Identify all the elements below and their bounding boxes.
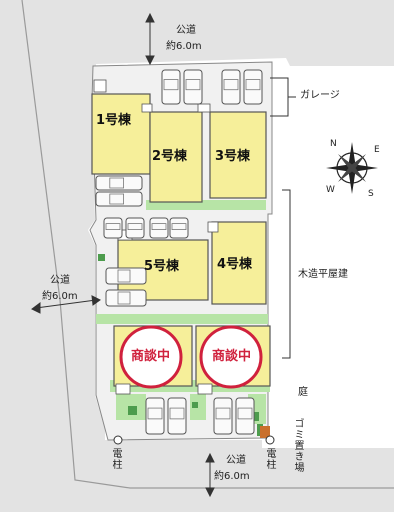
utility-poles [113,435,275,445]
house-3 [209,111,267,199]
negotiation-stamp-1-label: 商談中 [131,349,171,364]
house-2 [149,111,203,203]
negotiation-stamp-2-label: 商談中 [212,349,252,364]
parking-bay [243,69,263,105]
parking-bay [213,397,233,435]
left-road-width: 約6.0m [42,291,78,302]
bottom-road-name: 公道 [226,455,246,466]
utility-pole-right-label: 電柱 [264,448,275,470]
garden-label: 庭 [298,387,308,398]
garbage-area-label: ゴミ置き場 [292,418,303,473]
bottom-road-width: 約6.0m [214,471,250,482]
single-story-label: 木造平屋建 [298,269,348,280]
parking-bay [145,397,165,435]
parking-bay [167,397,187,435]
negotiation-stamp-2 [199,325,263,389]
top-road-width: 約6.0m [166,41,202,52]
garage-label: ガレージ [300,90,340,101]
house-1 [91,93,151,175]
parking-bay [95,175,143,191]
compass-letter-w: W [326,185,335,195]
parking-bay [149,217,169,239]
left-road-name: 公道 [50,275,70,286]
parking-bay [105,267,147,285]
parking-bay [183,69,203,105]
parking-bay [161,69,181,105]
compass-letter-e: E [374,145,380,155]
compass-letter-n: N [330,139,337,149]
house-4 [211,221,267,305]
utility-pole-left-label: 電柱 [110,448,121,470]
house-3-label: 3号棟 [215,149,251,164]
parking-bay [103,217,123,239]
garbage-area-marker [260,426,270,438]
compass-letter-s: S [368,189,374,199]
negotiation-stamp-1 [119,325,183,389]
top-road-name: 公道 [176,25,196,36]
house-4-label: 4号棟 [217,257,253,272]
site-boundary [21,0,394,489]
entrance-tiles [93,79,219,395]
parking-bay [125,217,145,239]
parking-bay [235,397,255,435]
house-2-label: 2号棟 [152,149,188,164]
compass-icon [326,142,378,194]
dimension-lines [31,12,215,498]
parking-bay [169,217,189,239]
house-1-label: 1号棟 [96,113,132,128]
parking-bay [221,69,241,105]
parking-bay [95,191,143,207]
single-story-bracket [282,189,291,359]
parking-bay [105,289,147,307]
house-5-label: 5号棟 [144,259,180,274]
